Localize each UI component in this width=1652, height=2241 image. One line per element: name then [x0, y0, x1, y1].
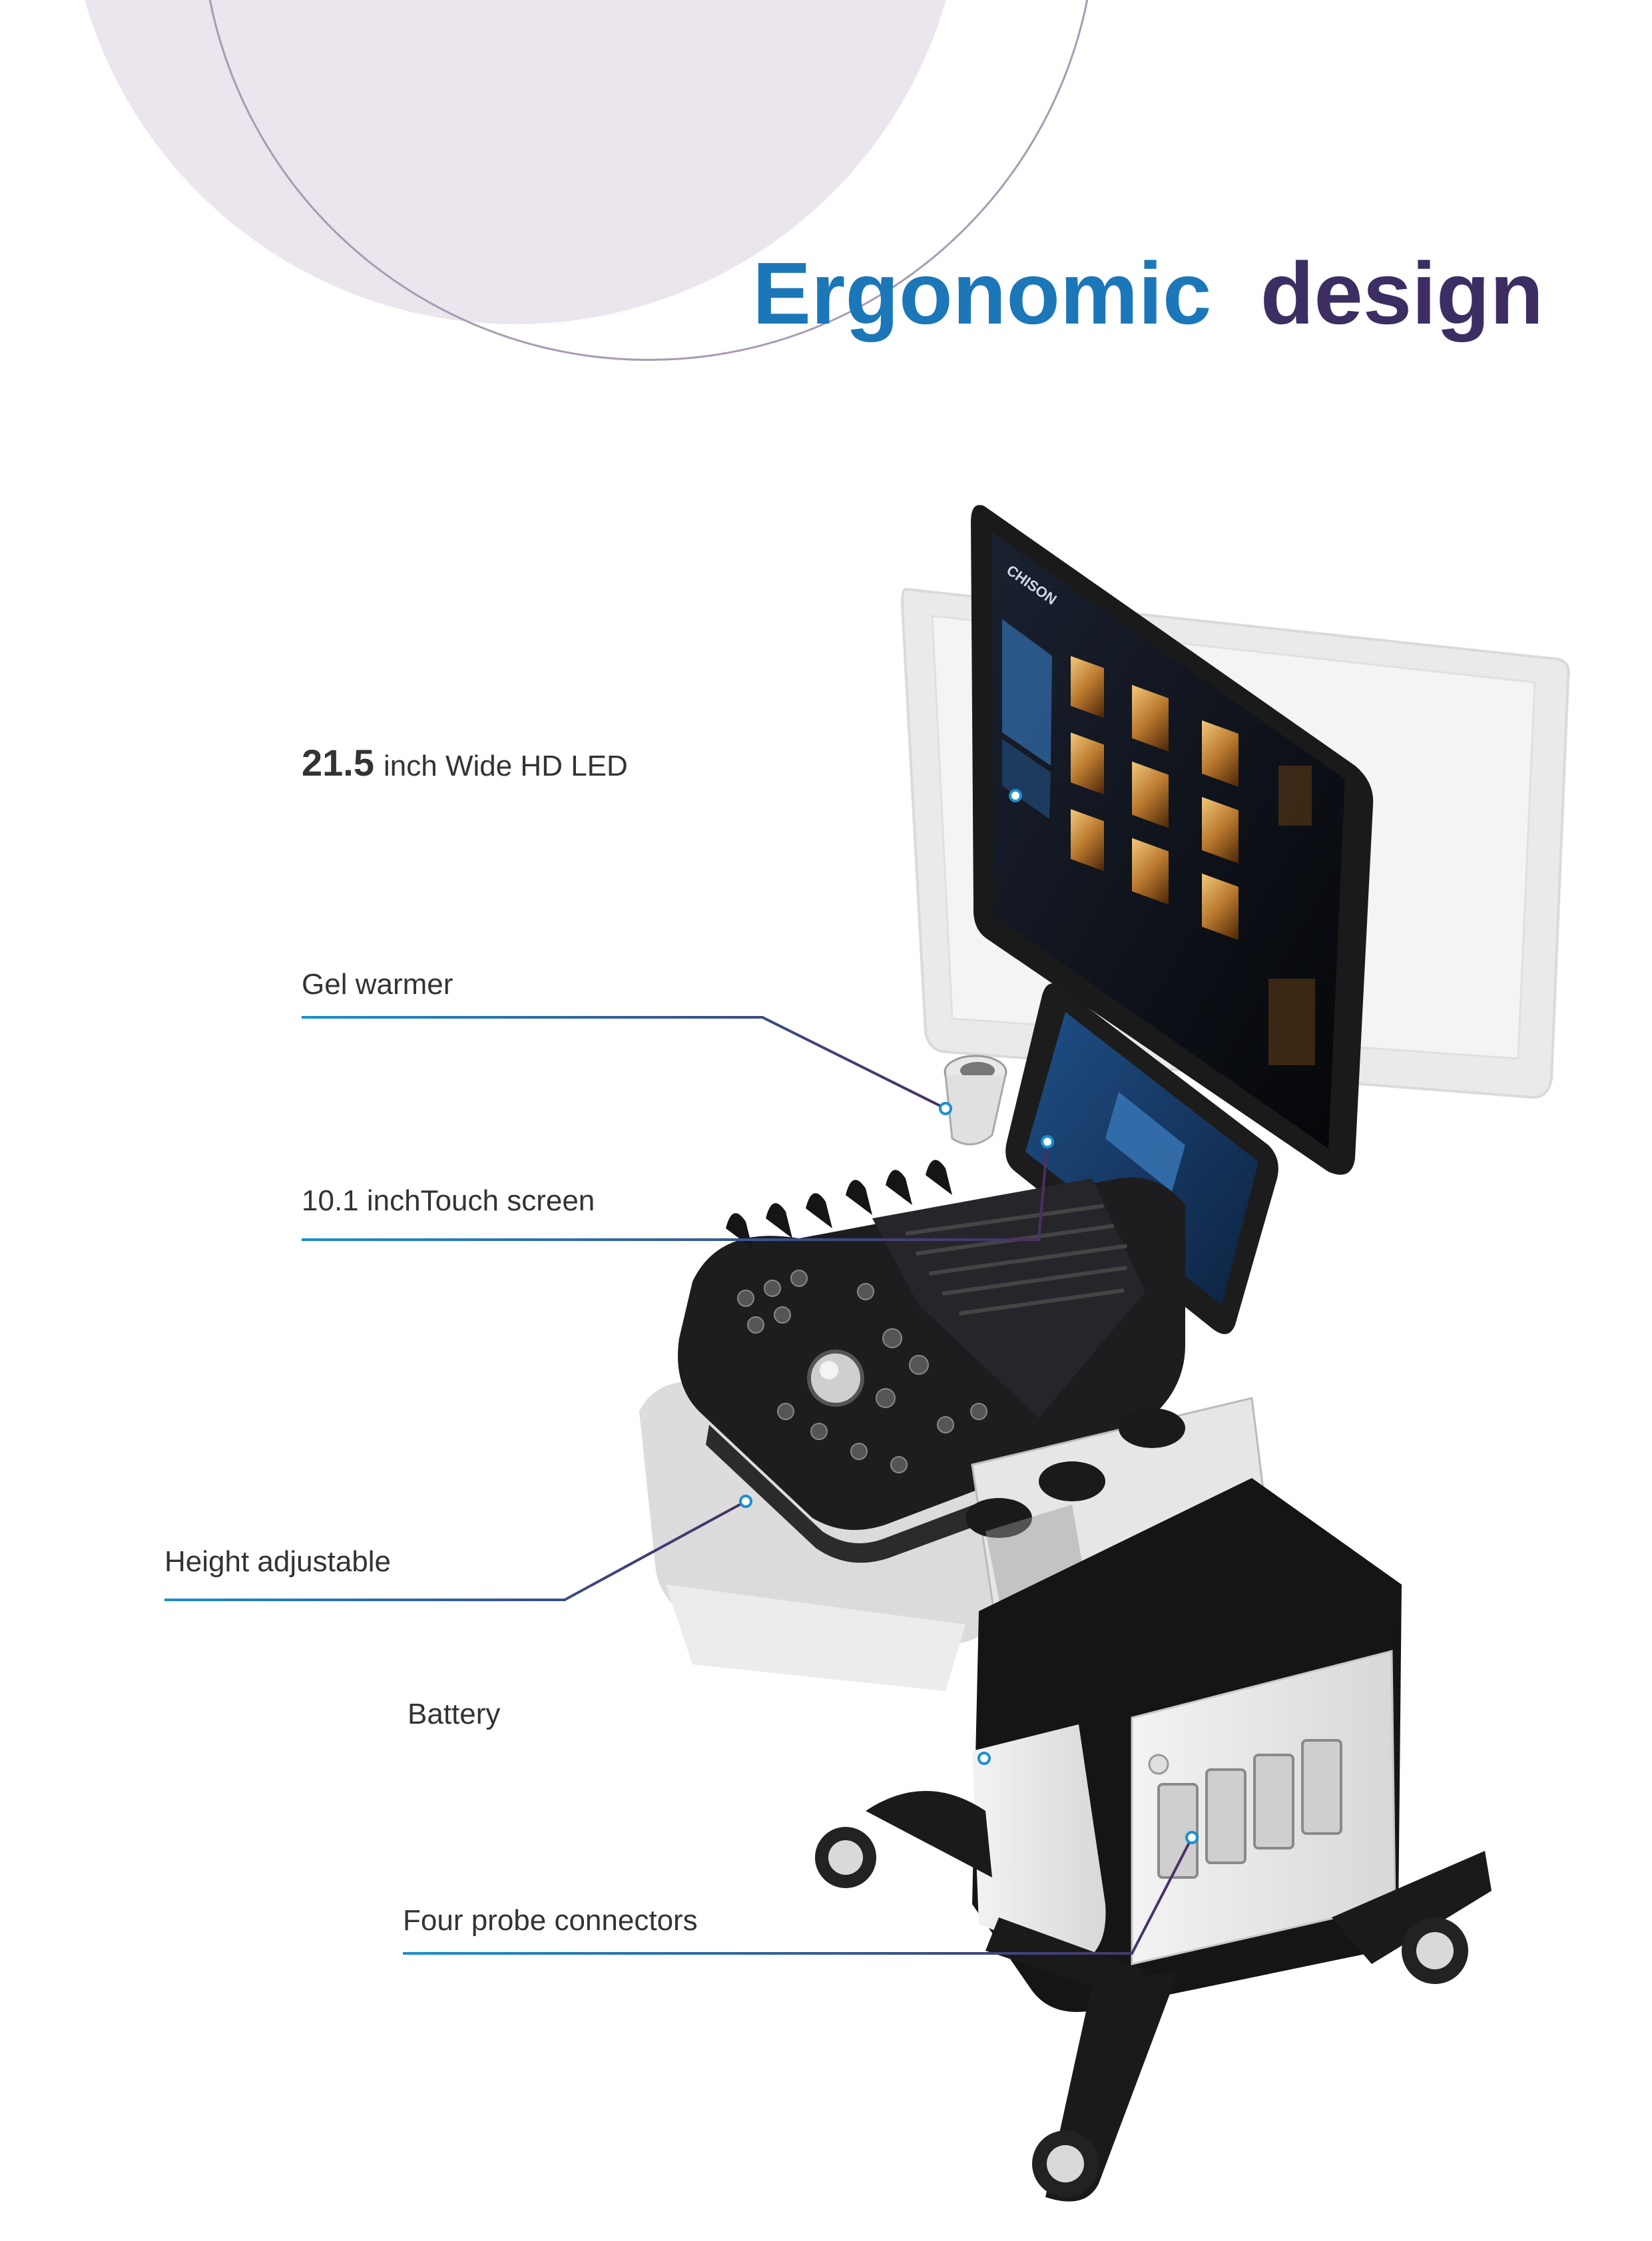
wheel [1402, 1917, 1468, 1984]
callout-gel-warmer: Gel warmer [302, 968, 453, 1001]
callout-lines [164, 794, 1193, 1955]
callout-monitor-size: 21.5 [302, 742, 374, 784]
callout-monitor: 21.5 inch Wide HD LED [302, 744, 628, 782]
callout-probe-connectors: Four probe connectors [403, 1904, 698, 1937]
probe-connectors [1157, 1739, 1342, 1879]
page-title: Ergonomic design [752, 250, 1543, 338]
main-monitor: CHISON [971, 505, 1374, 1175]
touch-screen [1005, 983, 1278, 1334]
callout-monitor-text: inch Wide HD LED [384, 750, 628, 782]
gel-warmer [944, 1055, 1007, 1146]
callout-touch-screen: 10.1 inchTouch screen [302, 1184, 595, 1217]
callout-battery: Battery [408, 1698, 501, 1730]
callout-dots [739, 789, 1199, 1844]
ultrasound-image-grid [1071, 656, 1239, 940]
title-word-ergonomic: Ergonomic [752, 244, 1212, 342]
title-word-design: design [1260, 244, 1544, 342]
callout-height-adjustable: Height adjustable [164, 1545, 392, 1578]
wheel [1032, 2130, 1099, 2197]
wheel [815, 1827, 876, 1888]
cart-base [815, 1791, 1492, 2202]
cart-body [972, 1478, 1402, 2012]
